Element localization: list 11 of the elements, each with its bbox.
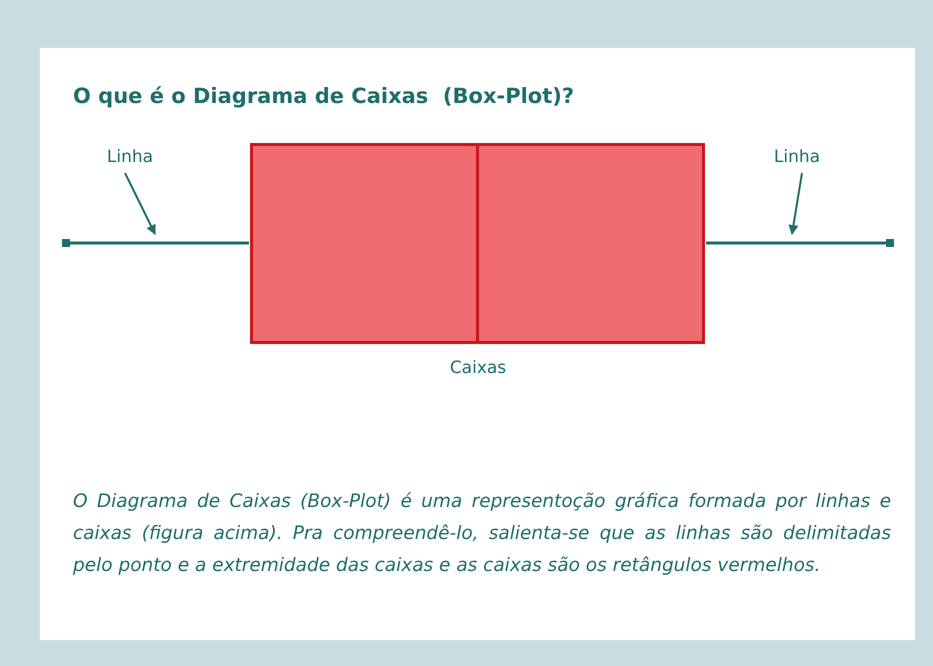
box-rectangle: [476, 143, 705, 344]
leader-arrow: [124, 172, 156, 235]
line-label: Linha: [762, 143, 832, 171]
whisker-line: [62, 238, 251, 248]
line-label: Linha: [95, 143, 165, 171]
box-label: Caixas: [448, 358, 508, 378]
leader-arrow: [788, 172, 803, 235]
whisker-line: [704, 238, 894, 248]
title: O que é o Diagrama de Caixas (Box-Plot)?: [73, 84, 574, 108]
box-rectangle: [250, 143, 479, 344]
description-paragraph: O Diagrama de Caixas (Box-Plot) é uma representoção gráfica formada por linhas e caixas (figura acima). Pra compreendê-lo, salienta-se que as linhas são delimitadas pelo ponto e a extremidade das caixas e as caixas são os retângulos vermelhos.: [73, 490, 891, 578]
